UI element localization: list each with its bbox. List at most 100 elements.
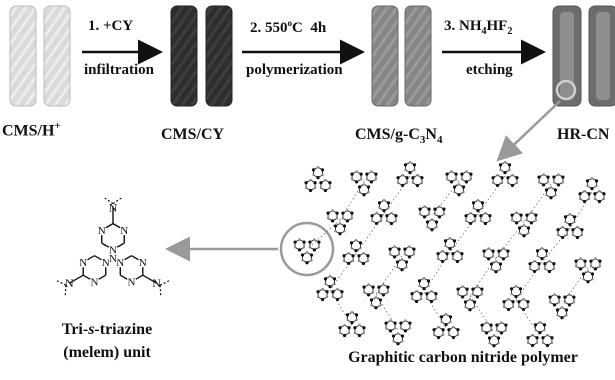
polymer-atom: [358, 323, 361, 327]
polymer-atom: [375, 211, 378, 215]
polymer-atom: [553, 293, 556, 296]
polymer-atom: [445, 178, 449, 181]
polymer-atom: [530, 343, 535, 348]
polymer-atom: [456, 249, 459, 253]
melem-bond: [112, 197, 123, 205]
polymer-atom: [404, 168, 407, 172]
polymer-atom: [430, 218, 434, 221]
polymer-atom: [479, 214, 483, 218]
polymer-atom: [441, 249, 444, 253]
polymer-atom: [554, 193, 557, 197]
polymer-atom: [418, 213, 422, 216]
polymer-atom: [304, 186, 308, 190]
melem-atom-n: N: [109, 253, 117, 265]
polymer-atom: [331, 295, 335, 299]
melem-atom-n: N: [90, 277, 98, 289]
polymer-atom: [572, 301, 576, 304]
polymer-atom: [384, 327, 388, 330]
polymer-atom: [393, 327, 397, 330]
polymer-atom: [465, 287, 469, 291]
polymer-atom: [518, 287, 523, 291]
polymer-atom: [443, 239, 448, 243]
polymer-atom: [378, 206, 381, 210]
material-label-cms-cy: CMS/CY: [161, 126, 225, 143]
polymer-atom: [556, 183, 561, 187]
polymer-atom: [377, 291, 381, 294]
polymer-atom: [545, 343, 550, 348]
polymer-link: [449, 213, 479, 253]
polymer-atom: [343, 323, 346, 327]
polymer-atom: [552, 181, 556, 184]
polymer-atom: [316, 295, 320, 299]
polymer-atom: [374, 296, 378, 299]
polymer-atom: [525, 219, 529, 222]
polymer-atom: [573, 220, 576, 224]
polymer-atom: [544, 188, 549, 192]
polymer-atom: [351, 259, 355, 263]
polymer-atom: [471, 287, 475, 291]
polymer-atom: [342, 259, 346, 263]
polymer-atom: [517, 305, 521, 309]
polymer-atom: [557, 301, 561, 304]
polymer-atom: [445, 252, 449, 256]
magnify-circle-rod: [555, 79, 577, 101]
polymer-atom: [449, 320, 452, 324]
polymer-atom: [450, 170, 453, 173]
polymer-atom: [488, 219, 492, 223]
polymer-atom: [456, 287, 460, 291]
polymer-atom: [472, 300, 477, 304]
polymer-atom: [378, 298, 383, 302]
polymer-link: [329, 289, 353, 327]
polymer-atom: [305, 261, 309, 265]
polymer-atom: [388, 253, 392, 256]
polymer-atom: [350, 311, 354, 314]
melem-atom-bg: [100, 257, 111, 268]
polymer-atom: [461, 285, 464, 288]
melem-bond: [159, 285, 162, 297]
polymer-atom: [469, 172, 473, 176]
polymer-atom: [331, 290, 335, 294]
polymer-atom: [533, 259, 536, 263]
polymer-atom: [293, 240, 297, 244]
polymer-atom: [386, 285, 390, 289]
polymer-link: [355, 213, 385, 255]
melem-atom-bg: [78, 257, 89, 268]
polymer-atom: [370, 170, 373, 173]
polymer-atom: [359, 178, 363, 181]
polymer-atom: [561, 225, 564, 229]
polymer-atom: [552, 175, 556, 179]
polymer-atom: [506, 307, 511, 312]
polymer-atom: [578, 192, 582, 196]
polymer-atom: [526, 305, 530, 309]
polymer-atom: [464, 214, 468, 218]
polymer-atom: [491, 176, 495, 180]
polymer-atom: [392, 339, 395, 343]
polymer-atom: [358, 241, 363, 245]
polymer-atom: [586, 280, 590, 284]
melem-atom-n: N: [79, 257, 87, 269]
polymer-atom: [485, 321, 488, 324]
polymer-atom: [419, 292, 423, 296]
polymer-atom: [345, 313, 350, 317]
polymer-atom: [464, 180, 469, 184]
polymer-atom: [526, 226, 531, 230]
polymer-atom: [444, 244, 447, 248]
polymer-atom: [338, 326, 342, 330]
polymer-atom: [460, 172, 464, 176]
polymer-atom: [338, 331, 342, 335]
polymer-atom: [394, 219, 398, 223]
polymer-atom: [560, 306, 564, 309]
polymer-atom: [497, 249, 501, 253]
polymer-atom: [333, 224, 338, 228]
polymer-atom: [556, 313, 559, 317]
polymer-atom: [585, 179, 590, 183]
polymer-atom: [537, 262, 541, 266]
polymer-link: [329, 253, 357, 291]
polymer-atom: [317, 246, 321, 249]
polymer-atom: [416, 173, 419, 177]
caption-melem-line2: (melem) unit: [63, 344, 151, 361]
polymer-atom: [347, 326, 351, 330]
polymer-atom: [351, 254, 355, 258]
polymer-atom: [386, 291, 390, 294]
rods-cms-gc3n4: [371, 5, 432, 107]
